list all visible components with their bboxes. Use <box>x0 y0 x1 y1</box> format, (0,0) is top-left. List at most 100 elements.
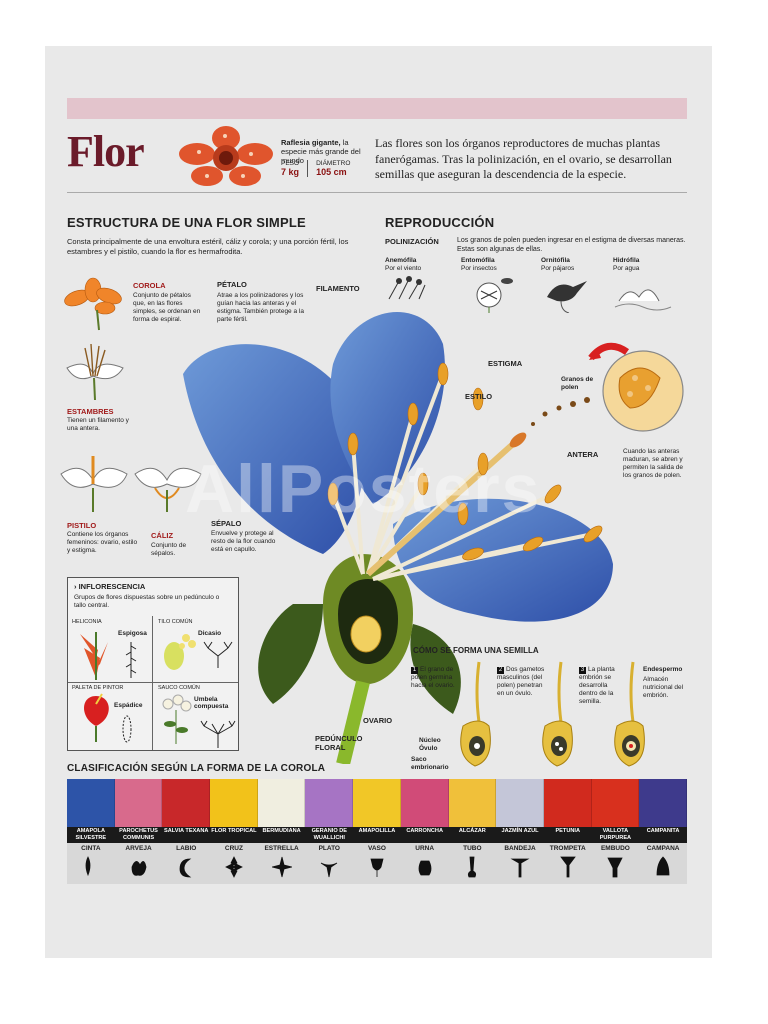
corolla-shape-label: ESTRELLA <box>264 845 299 852</box>
inflo-plant: PALETA DE PINTOR <box>72 685 124 691</box>
inflo-type: Dicasio <box>198 630 222 637</box>
heliconia-icon <box>80 632 108 680</box>
cruz-shape-icon <box>225 856 243 878</box>
antera-note: Cuando las anteras maduran, se abren y p… <box>623 448 683 479</box>
classification-heading: CLASIFICACIÓN SEGÚN LA FORMA DE LA COROL… <box>67 763 326 774</box>
corola-icon <box>64 277 122 331</box>
umbela-icon <box>200 720 236 748</box>
corolla-shape-label: CAMPANA <box>646 845 680 852</box>
estambres-text: Tienen un filamento y una antera. <box>67 417 129 432</box>
nucleo-label: Núcleo <box>419 737 441 744</box>
poster: Flor Raflesia gigante, la especie más gr… <box>45 46 712 958</box>
corolla-shape: ESTRELLA <box>258 843 306 884</box>
pollen-detail-icon <box>602 350 684 432</box>
corolla-photo-6 <box>305 779 354 827</box>
corolla-name: SALVIA TEXANA <box>163 828 209 834</box>
inflo-plant: SAUCO COMÚN <box>158 685 200 691</box>
inflorescence-desc: Grupos de flores dispuestas sobre un ped… <box>74 594 220 609</box>
corolla-shape-label: PLATO <box>318 845 340 852</box>
estambres-title: ESTAMBRES <box>67 407 114 416</box>
corolla-shape-label: CINTA <box>81 845 101 852</box>
estrella-shape-icon <box>271 856 292 878</box>
corolla-shape-label: VASO <box>367 845 386 852</box>
trompeta-shape-icon <box>559 856 576 878</box>
corolla-shape-label: BANDEJA <box>504 845 536 852</box>
structure-desc: Consta principalmente de una envoltura e… <box>67 237 349 256</box>
page-title: Flor <box>67 127 145 176</box>
corolla-shape-label: LABIO <box>176 845 197 852</box>
antera-label: ANTERA <box>567 450 599 459</box>
corolla-photo-1 <box>67 779 115 827</box>
structure-heading: ESTRUCTURA DE UNA FLOR SIMPLE <box>67 215 306 230</box>
inflo-type: Espádice <box>114 702 143 709</box>
tilo-icon <box>164 634 196 670</box>
embudo-shape-icon <box>607 857 624 878</box>
caliz-title: CÁLIZ <box>151 531 174 540</box>
intro-text: Las flores son los órganos reproductores… <box>375 136 672 181</box>
corolla-photo-4 <box>210 779 258 827</box>
espadice-icon <box>122 715 132 743</box>
pollination-type: Ornitófila Por pájaros <box>541 257 611 318</box>
inflorescence-box: › INFLORESCENCIA Grupos de flores dispue… <box>67 577 239 751</box>
corolla-shape: TUBO <box>449 843 497 884</box>
corolla-shape: ARVEJA <box>115 843 163 884</box>
sepalo-title: SÉPALO <box>211 519 242 528</box>
caliz-text: Conjunto de sépalos. <box>151 542 187 557</box>
corolla-shape: BANDEJA <box>496 843 544 884</box>
petalo-title: PÉTALO <box>217 280 247 289</box>
corolla-photo-11 <box>543 779 592 827</box>
rafflesia-caption: Raflesia gigante, la especie más grande … <box>281 138 361 165</box>
corolla-name: GERANIO DE WUALLICHI <box>311 828 347 841</box>
corolla-shape-label: EMBUDO <box>600 845 630 852</box>
corolla-shape-label: TROMPETA <box>549 845 586 852</box>
pollination-title: POLINIZACIÓN <box>385 237 439 246</box>
flower-cross-section <box>183 311 613 764</box>
pollination-type: Anemófila Por el viento <box>385 257 455 308</box>
corolla-shape: PLATO <box>305 843 353 884</box>
seed-stage-3-icon <box>614 661 645 767</box>
reproduction-heading: REPRODUCCIÓN <box>385 215 495 230</box>
urna-shape-icon <box>418 860 432 876</box>
rafflesia-illustration <box>179 126 273 186</box>
filamento-label: FILAMENTO <box>316 284 360 293</box>
watermark: AllPosters <box>185 451 542 527</box>
corolla-shape-label: ARVEJA <box>125 845 152 852</box>
divider <box>67 192 687 193</box>
corolla-name: CAMPANITA <box>646 828 680 834</box>
corolla-photo-5 <box>257 779 306 827</box>
corolla-name: JAZMÍN AZUL <box>501 828 539 834</box>
vaso-shape-icon <box>370 858 384 877</box>
ovario-label: OVARIO <box>363 716 393 725</box>
corolla-shape-label: CRUZ <box>224 845 243 852</box>
tubo-shape-icon <box>468 856 477 878</box>
estigma-label: ESTIGMA <box>488 359 523 368</box>
corolla-photo-9 <box>448 779 497 827</box>
bandeja-shape-icon <box>510 858 530 878</box>
inflo-type: Umbela compuesta <box>194 696 229 710</box>
wind-icon <box>388 276 426 300</box>
seed-stage-2-icon <box>542 661 573 767</box>
corolla-name: AMAPOLA SILVESTRE <box>75 828 107 841</box>
sepalo-text: Envuelve y protege al resto de la flor c… <box>211 530 276 553</box>
corolla-photo-7 <box>353 779 401 827</box>
insect-flower-icon <box>476 278 513 313</box>
seed-heading: CÓMO SE FORMA UNA SEMILLA <box>413 646 539 655</box>
estilo-label: ESTILO <box>465 392 493 401</box>
inflo-plant: TILO COMÚN <box>158 619 193 625</box>
corolla-shape: LABIO <box>162 843 210 884</box>
corolla-name: AMAPOLILLA <box>358 828 396 834</box>
seed-stage-1-icon <box>460 661 491 767</box>
corolla-photo-2 <box>114 779 163 827</box>
corolla-photo-12 <box>591 779 640 827</box>
pistilo-text: Contiene los órganos femeninos: ovario, … <box>67 531 138 554</box>
granos-label: Granos de polen <box>561 376 594 391</box>
corolla-shape: TROMPETA <box>544 843 592 884</box>
corolla-name: FLOR TROPICAL <box>211 828 257 834</box>
arrow-icon <box>588 342 630 361</box>
corolla-shape: CRUZ <box>210 843 258 884</box>
pollination-text: Los granos de polen pueden ingresar en e… <box>457 237 686 253</box>
estambres-icon <box>66 343 124 401</box>
